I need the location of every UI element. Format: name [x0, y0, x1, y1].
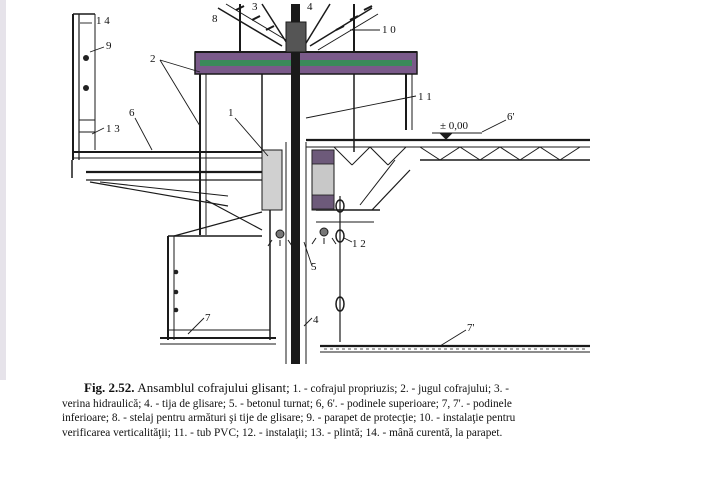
label-6: 6	[129, 107, 135, 119]
label-12: 1 2	[352, 238, 366, 250]
label-14: 1 4	[96, 15, 110, 27]
label-level: ± 0,00	[440, 120, 469, 132]
upper-platform-left	[71, 151, 282, 207]
level-marker	[432, 132, 482, 140]
lower-platform-right	[320, 344, 590, 353]
slipform-assembly-diagram: 1 4 9 8 3 4 1 0 2 1 1 1 6 6' ± 0,00 1 3 …	[0, 0, 590, 380]
label-4-top: 4	[307, 1, 313, 13]
label-7: 7	[205, 312, 211, 324]
caption-line-1: Fig. 2.52. Ansamblul cofrajului glisant;…	[62, 380, 662, 397]
label-11: 1 1	[418, 91, 432, 103]
label-5: 5	[311, 261, 317, 273]
figure-caption: Fig. 2.52. Ansamblul cofrajului glisant;…	[62, 380, 662, 440]
scan-left-edge	[0, 0, 6, 380]
caption-line-2: verina hidraulică; 4. - tija de glisare;…	[62, 397, 512, 410]
plumb-line	[335, 196, 345, 342]
guard-rail	[72, 13, 96, 160]
label-1: 1	[228, 107, 234, 119]
scaffold-bolts	[173, 269, 179, 313]
lower-left-scaffold	[160, 210, 276, 345]
yoke-beam	[194, 51, 418, 75]
label-8: 8	[212, 13, 218, 25]
label-6-prime: 6'	[507, 111, 515, 123]
label-9: 9	[106, 40, 112, 52]
lamps	[267, 227, 337, 247]
upper-platform-right	[306, 138, 590, 166]
label-7-prime: 7'	[467, 322, 475, 334]
caption-line-3: inferioare; 8. - stelaj pentru armături …	[62, 412, 516, 425]
caption-line-4: verificarea verticalităţii; 11. - tub PV…	[62, 426, 503, 439]
rebar-bundle-ticks	[235, 5, 373, 31]
label-10: 1 0	[382, 24, 396, 36]
formwork-panels	[261, 149, 335, 211]
callout-labels: 1 4 9 8 3 4 1 0 2 1 1 1 6 6' ± 0,00 1 3 …	[96, 1, 515, 334]
rail-bolts	[83, 55, 89, 91]
figure-number: Fig. 2.52.	[84, 380, 135, 395]
label-13: 1 3	[106, 123, 120, 135]
hydraulic-jack	[261, 3, 331, 53]
caption-line-1-rest: 1. - cofrajul propriuzis; 2. - jugul cof…	[292, 383, 510, 395]
figure-title: Ansamblul cofrajului glisant;	[137, 380, 290, 395]
climbing-rod	[285, 4, 307, 364]
label-3: 3	[252, 1, 258, 13]
leader-lines	[80, 22, 507, 347]
label-2: 2	[150, 53, 156, 65]
label-4-bottom: 4	[313, 314, 319, 326]
